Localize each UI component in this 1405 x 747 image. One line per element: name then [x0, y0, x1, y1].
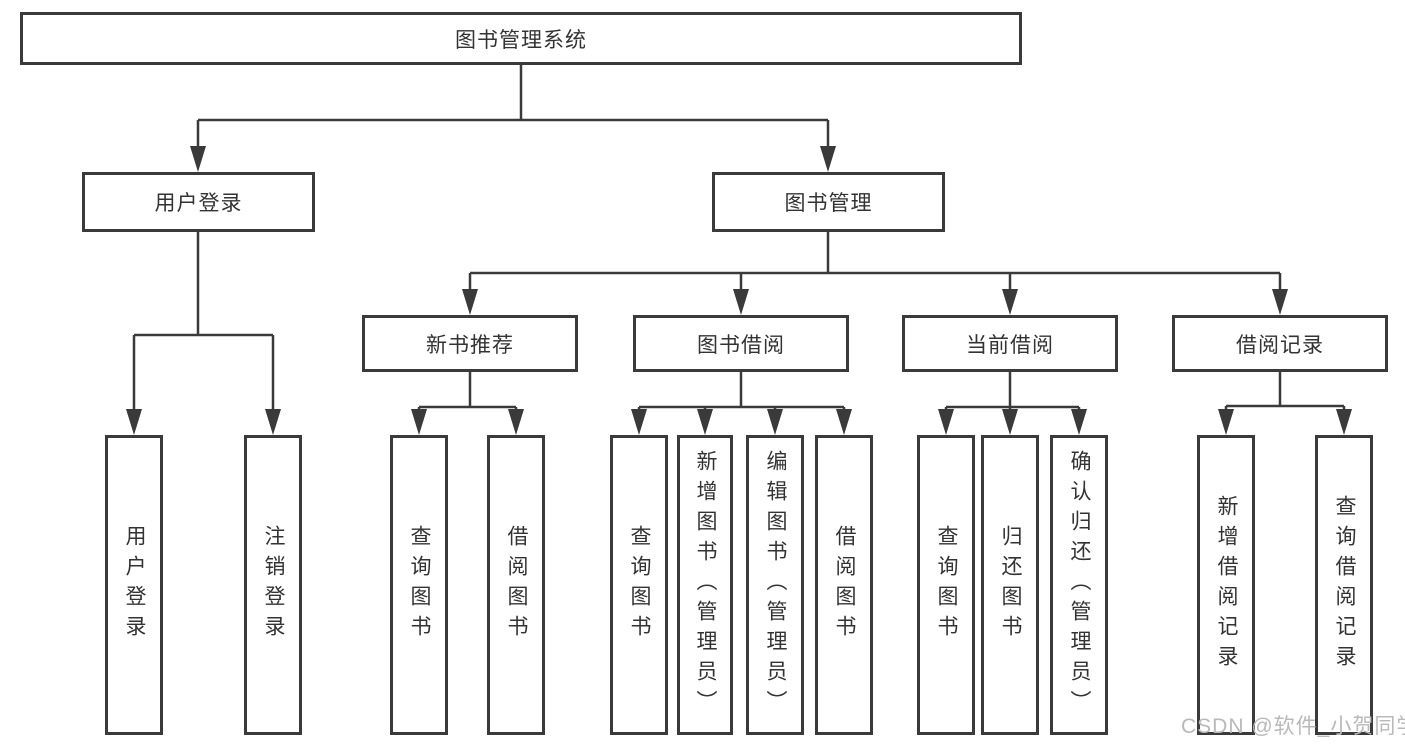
- node-user-login-label: 用户登录: [154, 192, 243, 215]
- arrow-down-icon: [126, 409, 142, 435]
- node-book-management: 图书管理: [712, 172, 945, 232]
- arrow-down-icon: [462, 289, 478, 315]
- leaf-query-book-recommend: 查询图书: [390, 435, 448, 735]
- arrow-down-icon: [767, 409, 783, 435]
- arrow-down-icon: [1336, 409, 1352, 435]
- leaf-query-book-borrow-label: 查询图书: [628, 525, 652, 645]
- leaf-query-book-recommend-label: 查询图书: [408, 525, 432, 645]
- leaf-query-borrow-record: 查询借阅记录: [1315, 435, 1373, 735]
- leaf-add-borrow-record-label: 新增借阅记录: [1215, 495, 1239, 675]
- node-book-borrow-label: 图书借阅: [697, 333, 785, 357]
- arrowhead-icons: [126, 146, 1352, 435]
- arrow-down-icon: [631, 409, 647, 435]
- node-book-borrow: 图书借阅: [633, 315, 849, 372]
- leaf-borrow-book-recommend: 借阅图书: [487, 435, 545, 735]
- leaf-query-book-borrow: 查询图书: [610, 435, 668, 735]
- arrow-down-icon: [820, 146, 836, 172]
- leaf-query-book-current: 查询图书: [917, 435, 975, 735]
- node-borrow-record: 借阅记录: [1172, 315, 1388, 372]
- leaf-logout: 注销登录: [244, 435, 302, 735]
- leaf-return-book-label: 归还图书: [999, 525, 1023, 645]
- leaf-query-borrow-record-label: 查询借阅记录: [1333, 495, 1357, 675]
- arrow-down-icon: [1002, 289, 1018, 315]
- leaf-edit-book-admin-label: 编辑图书（管理员）: [764, 450, 788, 720]
- arrow-down-icon: [1272, 289, 1288, 315]
- leaf-return-book: 归还图书: [981, 435, 1039, 735]
- leaf-borrow-book-label: 借阅图书: [833, 525, 857, 645]
- arrow-down-icon: [733, 289, 749, 315]
- arrow-down-icon: [938, 409, 954, 435]
- node-user-login: 用户登录: [82, 172, 315, 232]
- node-book-management-label: 图书管理: [784, 192, 873, 215]
- leaf-borrow-book-recommend-label: 借阅图书: [505, 525, 529, 645]
- node-root: 图书管理系统: [20, 12, 1022, 65]
- leaf-confirm-return-admin: 确认归还（管理员）: [1050, 435, 1108, 735]
- leaf-user-login: 用户登录: [105, 435, 163, 735]
- leaf-logout-label: 注销登录: [262, 525, 286, 645]
- leaf-add-borrow-record: 新增借阅记录: [1197, 435, 1255, 735]
- arrow-down-icon: [508, 409, 524, 435]
- arrow-down-icon: [1218, 409, 1234, 435]
- arrow-down-icon: [411, 409, 427, 435]
- arrow-down-icon: [1002, 409, 1018, 435]
- node-new-book-recommend: 新书推荐: [362, 315, 578, 372]
- leaf-borrow-book: 借阅图书: [815, 435, 873, 735]
- arrow-down-icon: [836, 409, 852, 435]
- leaf-confirm-return-admin-label: 确认归还（管理员）: [1068, 450, 1092, 720]
- arrow-down-icon: [1071, 409, 1087, 435]
- node-root-label: 图书管理系统: [455, 28, 587, 52]
- leaf-edit-book-admin: 编辑图书（管理员）: [746, 435, 804, 735]
- node-current-borrow: 当前借阅: [902, 315, 1118, 372]
- leaf-add-book-admin-label: 新增图书（管理员）: [694, 450, 718, 720]
- node-borrow-record-label: 借阅记录: [1236, 333, 1324, 357]
- node-current-borrow-label: 当前借阅: [966, 333, 1054, 357]
- arrow-down-icon: [265, 409, 281, 435]
- arrow-down-icon: [697, 409, 713, 435]
- leaf-query-book-current-label: 查询图书: [935, 525, 959, 645]
- node-new-book-recommend-label: 新书推荐: [426, 333, 514, 357]
- leaf-user-login-label: 用户登录: [123, 525, 147, 645]
- leaf-add-book-admin: 新增图书（管理员）: [677, 435, 733, 735]
- arrow-down-icon: [190, 146, 206, 172]
- watermark-text: CSDN @软件_小贺同学: [1181, 715, 1405, 738]
